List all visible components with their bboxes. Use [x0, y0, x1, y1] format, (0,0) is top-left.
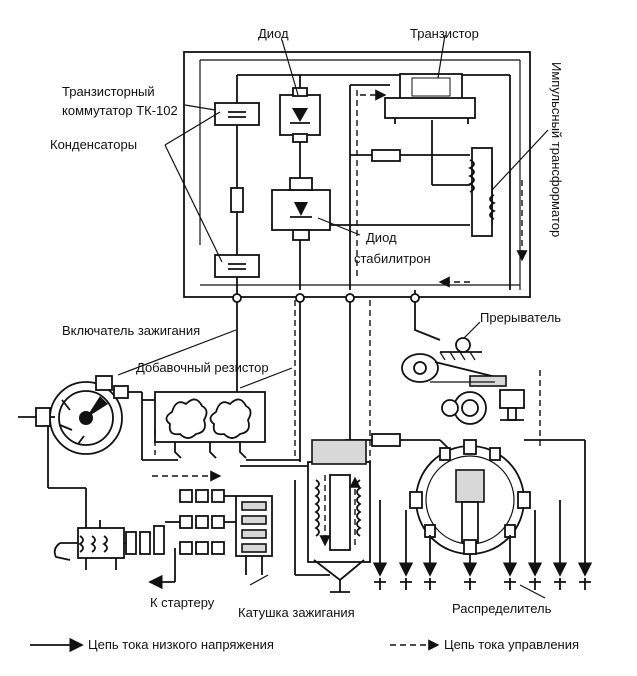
- resistor-internal-horizontal: [371, 149, 401, 162]
- pulse-transformer: [467, 147, 497, 237]
- zener-diode: [271, 177, 331, 241]
- distributor: [372, 439, 593, 590]
- ignition-coil: [307, 439, 371, 593]
- terminals: [232, 293, 420, 303]
- label-pulse-transformer: Импульсный трансформатор: [549, 62, 564, 237]
- extra-resistor: [154, 391, 266, 459]
- resistor-internal-vertical: [230, 187, 244, 213]
- legend-low-voltage-label: Цепь тока низкого напряжения: [88, 637, 274, 652]
- label-to-starter: К стартеру: [150, 595, 215, 610]
- label-ignition-coil: Катушка зажигания: [238, 605, 355, 620]
- fuse-block: [235, 495, 273, 575]
- transistor-symbol: [384, 73, 476, 124]
- label-capacitors: Конденсаторы: [50, 137, 137, 152]
- legend: Цепь тока низкого напряжения Цепь тока у…: [30, 637, 579, 653]
- label-distributor: Распределитель: [452, 601, 552, 616]
- legend-control-label: Цепь тока управления: [444, 637, 579, 652]
- relay-contacts: [148, 489, 236, 590]
- label-transistor: Транзистор: [410, 26, 479, 41]
- legend-control: Цепь тока управления: [390, 637, 579, 652]
- capacitor-upper: [214, 102, 260, 126]
- label-extra-resistor: Добавочный резистор: [136, 360, 269, 375]
- coil-resistor: [371, 433, 401, 447]
- commutator-frame: [183, 51, 531, 298]
- label-diode-zener-line2: стабилитрон: [354, 251, 431, 266]
- breaker: [401, 302, 525, 425]
- label-ignition-switch: Включатель зажигания: [62, 323, 200, 338]
- label-commutator-line2: коммутатор ТК-102: [62, 103, 178, 118]
- label-breaker: Прерыватель: [480, 310, 561, 325]
- diode-upper: [279, 87, 321, 143]
- label-diode-zener-line1: Диод: [366, 230, 397, 245]
- legend-low-voltage: Цепь тока низкого напряжения: [30, 637, 274, 653]
- commutator-wiring: [236, 74, 528, 298]
- capacitor-lower: [214, 254, 260, 278]
- leader-lines: [117, 34, 549, 599]
- label-diode-top: Диод: [258, 26, 289, 41]
- ignition-switch: [35, 375, 129, 455]
- starter-relay: [53, 520, 165, 570]
- label-commutator-line1: Транзисторный: [62, 84, 155, 99]
